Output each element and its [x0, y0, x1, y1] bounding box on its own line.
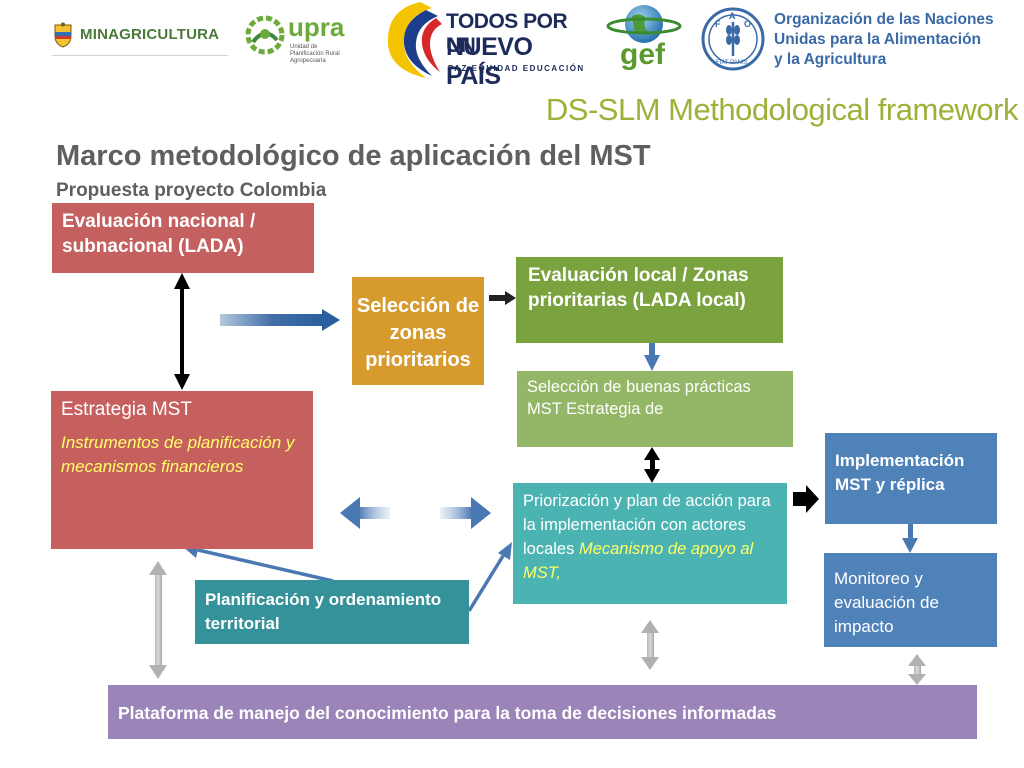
- estrategia-title: Estrategia MST: [61, 399, 192, 420]
- main-title: Marco metodológico de aplicación del MST: [56, 140, 651, 172]
- arrow-implementacion-monitoreo: [902, 524, 918, 553]
- arrow-priorizacion-implementacion: [793, 485, 819, 513]
- todos-por-un-nuevo-pais-logo: TODOS POR UN NUEVO PAÍS PAZ EQUIDAD EDUC…: [380, 0, 592, 90]
- upra-emblem-icon: [245, 15, 285, 55]
- box-implementacion: Implementación MST y réplica: [825, 433, 997, 524]
- box-evaluacion-nacional: Evaluación nacional / subnacional (LADA): [52, 203, 314, 273]
- priorizacion-text: Priorización y plan de acción para la im…: [523, 492, 771, 558]
- fao-motto: FIAT PANIS: [716, 60, 748, 66]
- arrow-to-seleccion: [220, 309, 340, 331]
- globe-icon: [606, 5, 682, 43]
- upra-subtext: Unidad de Planificación Rural Agropecuar…: [290, 44, 340, 64]
- fao-letter-o: O: [744, 19, 751, 29]
- priorizacion-highlight: Mecanismo de apoyo al MST,: [523, 540, 754, 582]
- box-evaluacion-local: Evaluación local / Zonas prioritarias (L…: [516, 257, 783, 343]
- minagricultura-logo: MINAGRICULTURA: [52, 14, 228, 56]
- fao-emblem-icon: F A O FIAT PANIS: [701, 7, 765, 71]
- planificacion-line-2: territorial: [205, 614, 280, 633]
- gef-text: gef: [620, 38, 665, 71]
- minagricultura-text: MINAGRICULTURA: [80, 26, 220, 43]
- arrow-priorizacion-plataforma: [641, 620, 659, 670]
- todos-line-3: PAZ EQUIDAD EDUCACIÓN: [448, 64, 585, 73]
- todos-line-1: TODOS POR UN: [446, 10, 568, 57]
- subtitle: Propuesta proyecto Colombia: [56, 180, 327, 201]
- arrow-estrategia-plataforma: [149, 561, 167, 679]
- arrow-seleccion-local: [489, 291, 516, 305]
- arrow-local-buenas: [644, 343, 660, 371]
- arrow-estrategia-priorizacion: [340, 497, 491, 529]
- fao-name-line-1: Organización de las Naciones: [774, 11, 994, 28]
- fao-letter-f: F: [715, 19, 721, 29]
- upra-text: upra: [288, 12, 345, 42]
- box-plataforma-conocimiento: Plataforma de manejo del conocimiento pa…: [108, 685, 977, 739]
- box-estrategia-mst: Estrategia MST Instrumentos de planifica…: [51, 391, 313, 549]
- fao-name-line-2: Unidas para la Alimentación: [774, 31, 982, 48]
- box-seleccion-buenas-practicas: Selección de buenas prácticas MST Estrat…: [517, 371, 793, 447]
- box-monitoreo: Monitoreo y evaluación de impacto: [824, 553, 997, 647]
- arrow-monitoreo-plataforma: [908, 654, 926, 685]
- box-priorizacion: Priorización y plan de acción para la im…: [513, 483, 787, 604]
- fao-letter-a: A: [729, 11, 736, 21]
- fao-name: Organización de las Naciones Unidas para…: [774, 10, 1014, 70]
- arrow-buenas-priorizacion: [644, 447, 660, 483]
- box-planificacion: Planificación y ordenamiento territorial: [195, 580, 469, 644]
- coat-of-arms-icon: [54, 22, 72, 48]
- arrow-lada-estrategia: [174, 273, 190, 390]
- flag-swoosh-icon: [387, 2, 442, 78]
- planificacion-line-1: Planificación y ordenamiento: [205, 590, 442, 609]
- fao-name-line-3: y la Agricultura: [774, 51, 887, 68]
- arrow-planificacion-priorizacion: [467, 542, 512, 612]
- upra-logo: upra Unidad de Planificación Rural Agrop…: [244, 12, 356, 64]
- page-title: DS-SLM Methodological framework: [545, 92, 1019, 127]
- estrategia-detail: Instrumentos de planificación y mecanism…: [61, 433, 295, 476]
- box-seleccion-zonas: Selección de zonas prioritarios: [352, 277, 484, 385]
- fao-logo: F A O FIAT PANIS: [700, 6, 766, 72]
- todos-line-2: NUEVO PAÍS: [446, 33, 533, 90]
- gef-logo: gef: [602, 2, 686, 78]
